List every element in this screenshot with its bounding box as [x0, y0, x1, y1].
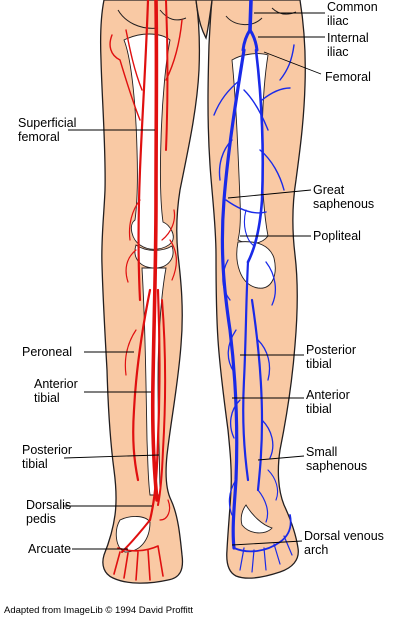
leader-posterior-tibial-left — [63, 454, 160, 459]
artery-lateral-trunk — [137, 0, 150, 302]
veins — [213, 0, 295, 573]
pelvis-outline — [117, 7, 297, 29]
label-posterior-tibial-left: Posterior tibial — [22, 443, 73, 471]
label-superficial-femoral: Superficial femoral — [18, 116, 77, 144]
label-internal-iliac: Internal iliac — [327, 31, 369, 59]
right-foot-bones — [240, 504, 273, 534]
vein-common-iliac — [248, 0, 253, 32]
label-peroneal: Peroneal — [22, 345, 73, 359]
label-common-iliac: Common iliac — [327, 0, 378, 28]
label-popliteal: Popliteal — [313, 229, 361, 243]
label-arcuate: Arcuate — [28, 542, 72, 556]
vein-internal-iliac — [241, 28, 259, 52]
left-femur — [123, 33, 174, 250]
artery-posterior-tibial — [157, 299, 167, 506]
leader-femoral — [263, 51, 322, 75]
label-great-saphenous: Great saphenous — [313, 183, 375, 211]
label-small-saphenous: Small saphenous — [306, 445, 368, 473]
artery-peroneal — [132, 288, 152, 482]
legs-skin — [99, 0, 306, 584]
leader-great-saphenous — [227, 189, 312, 199]
vein-popliteal — [242, 260, 250, 482]
label-femoral: Femoral — [325, 70, 371, 84]
leader-dorsal-venous-arch — [231, 540, 303, 546]
vein-great-saphenous — [220, 48, 246, 550]
left-foot-bones — [115, 516, 151, 553]
crotch-region — [195, 0, 213, 40]
artery-anterior-tibial — [148, 288, 161, 522]
label-posterior-tibial-right: Posterior tibial — [306, 343, 357, 371]
label-anterior-tibial-left: Anterior tibial — [34, 377, 78, 405]
label-anterior-tibial-right: Anterior tibial — [306, 388, 350, 416]
leader-lines — [63, 12, 325, 550]
artery-arcuate — [113, 545, 164, 581]
leader-small-saphenous — [257, 455, 305, 461]
label-dorsal-venous-arch: Dorsal venous arch — [304, 529, 384, 557]
image-credit: Adapted from ImageLib © 1994 David Proff… — [4, 605, 194, 616]
vein-femoral — [246, 48, 265, 264]
artery-superficial-femoral — [150, 0, 159, 502]
label-dorsalis-pedis: Dorsalis pedis — [26, 498, 72, 526]
artery-medial-trunk — [165, 0, 169, 151]
arteries — [109, 0, 183, 581]
